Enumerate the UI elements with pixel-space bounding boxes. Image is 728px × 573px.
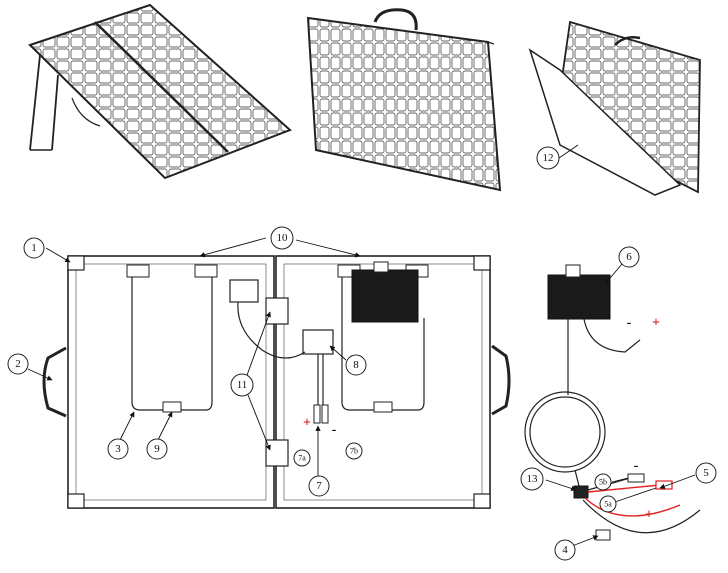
callout-5a: 5a — [599, 495, 617, 513]
callout-7a: 7a — [293, 449, 311, 467]
svg-text:8: 8 — [353, 359, 359, 371]
callout-11: 11 — [230, 373, 254, 397]
svg-text:13: 13 — [527, 473, 539, 485]
opening-case-view — [528, 20, 701, 196]
callout-8: 8 — [345, 354, 367, 376]
callout-3: 3 — [107, 438, 129, 460]
svg-text:1: 1 — [31, 242, 37, 254]
svg-text:11: 11 — [237, 379, 248, 391]
plus-sign-controller: + — [652, 316, 660, 331]
callout-7: 7 — [308, 475, 330, 497]
callout-6: 6 — [618, 246, 640, 268]
callout-7b: 7b — [345, 442, 363, 460]
svg-text:6: 6 — [626, 251, 632, 263]
svg-text:3: 3 — [115, 443, 121, 455]
callout-12: 12 — [536, 146, 560, 170]
svg-text:10: 10 — [277, 232, 289, 244]
svg-text:2: 2 — [15, 358, 21, 370]
svg-text:12: 12 — [543, 152, 554, 164]
controller-cable-assembly — [524, 264, 701, 541]
minus-sign-clamp: - — [634, 459, 639, 474]
plus-sign-connector: + — [303, 416, 311, 431]
svg-text:5b: 5b — [599, 478, 607, 487]
callout-1: 1 — [23, 237, 45, 259]
case-rear-view — [42, 255, 511, 509]
svg-text:5: 5 — [703, 467, 709, 479]
svg-text:5a: 5a — [604, 500, 612, 509]
svg-text:7: 7 — [316, 480, 322, 492]
svg-text:4: 4 — [562, 544, 568, 556]
callout-4: 4 — [554, 539, 576, 561]
callout-9: 9 — [146, 438, 168, 460]
folded-suitcase-view — [306, 8, 502, 192]
svg-text:9: 9 — [154, 443, 160, 455]
leader-lines — [27, 144, 696, 547]
callout-5: 5 — [695, 462, 717, 484]
svg-text:7b: 7b — [350, 447, 358, 456]
callout-5b: 5b — [594, 473, 612, 491]
callout-10: 10 — [270, 226, 294, 250]
callout-2: 2 — [7, 353, 29, 375]
unfolded-panel-view — [28, 3, 292, 180]
callout-13: 13 — [520, 467, 544, 491]
minus-sign-controller: - — [627, 316, 632, 331]
plus-sign-clamp: + — [645, 508, 653, 523]
svg-text:7a: 7a — [298, 454, 306, 463]
minus-sign-connector: - — [332, 423, 337, 438]
